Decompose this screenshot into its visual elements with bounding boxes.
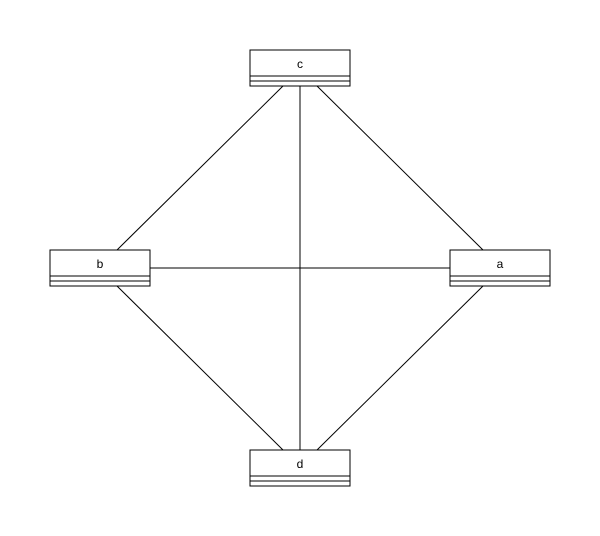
edge-c-a <box>316 85 484 251</box>
class-node-b[interactable]: b <box>49 249 151 287</box>
class-node-c[interactable]: c <box>249 49 351 87</box>
class-box <box>449 249 551 287</box>
class-name: b <box>97 257 104 271</box>
class-box <box>249 449 351 487</box>
class-node-d[interactable]: d <box>249 449 351 487</box>
class-name: c <box>297 57 303 71</box>
edge-a-d <box>316 285 484 451</box>
class-name: a <box>497 257 504 271</box>
edges <box>116 85 484 451</box>
class-box <box>49 249 151 287</box>
class-box <box>249 49 351 87</box>
edge-b-d <box>116 285 284 451</box>
class-name: d <box>297 457 304 471</box>
edge-c-b <box>116 85 284 251</box>
class-node-a[interactable]: a <box>449 249 551 287</box>
